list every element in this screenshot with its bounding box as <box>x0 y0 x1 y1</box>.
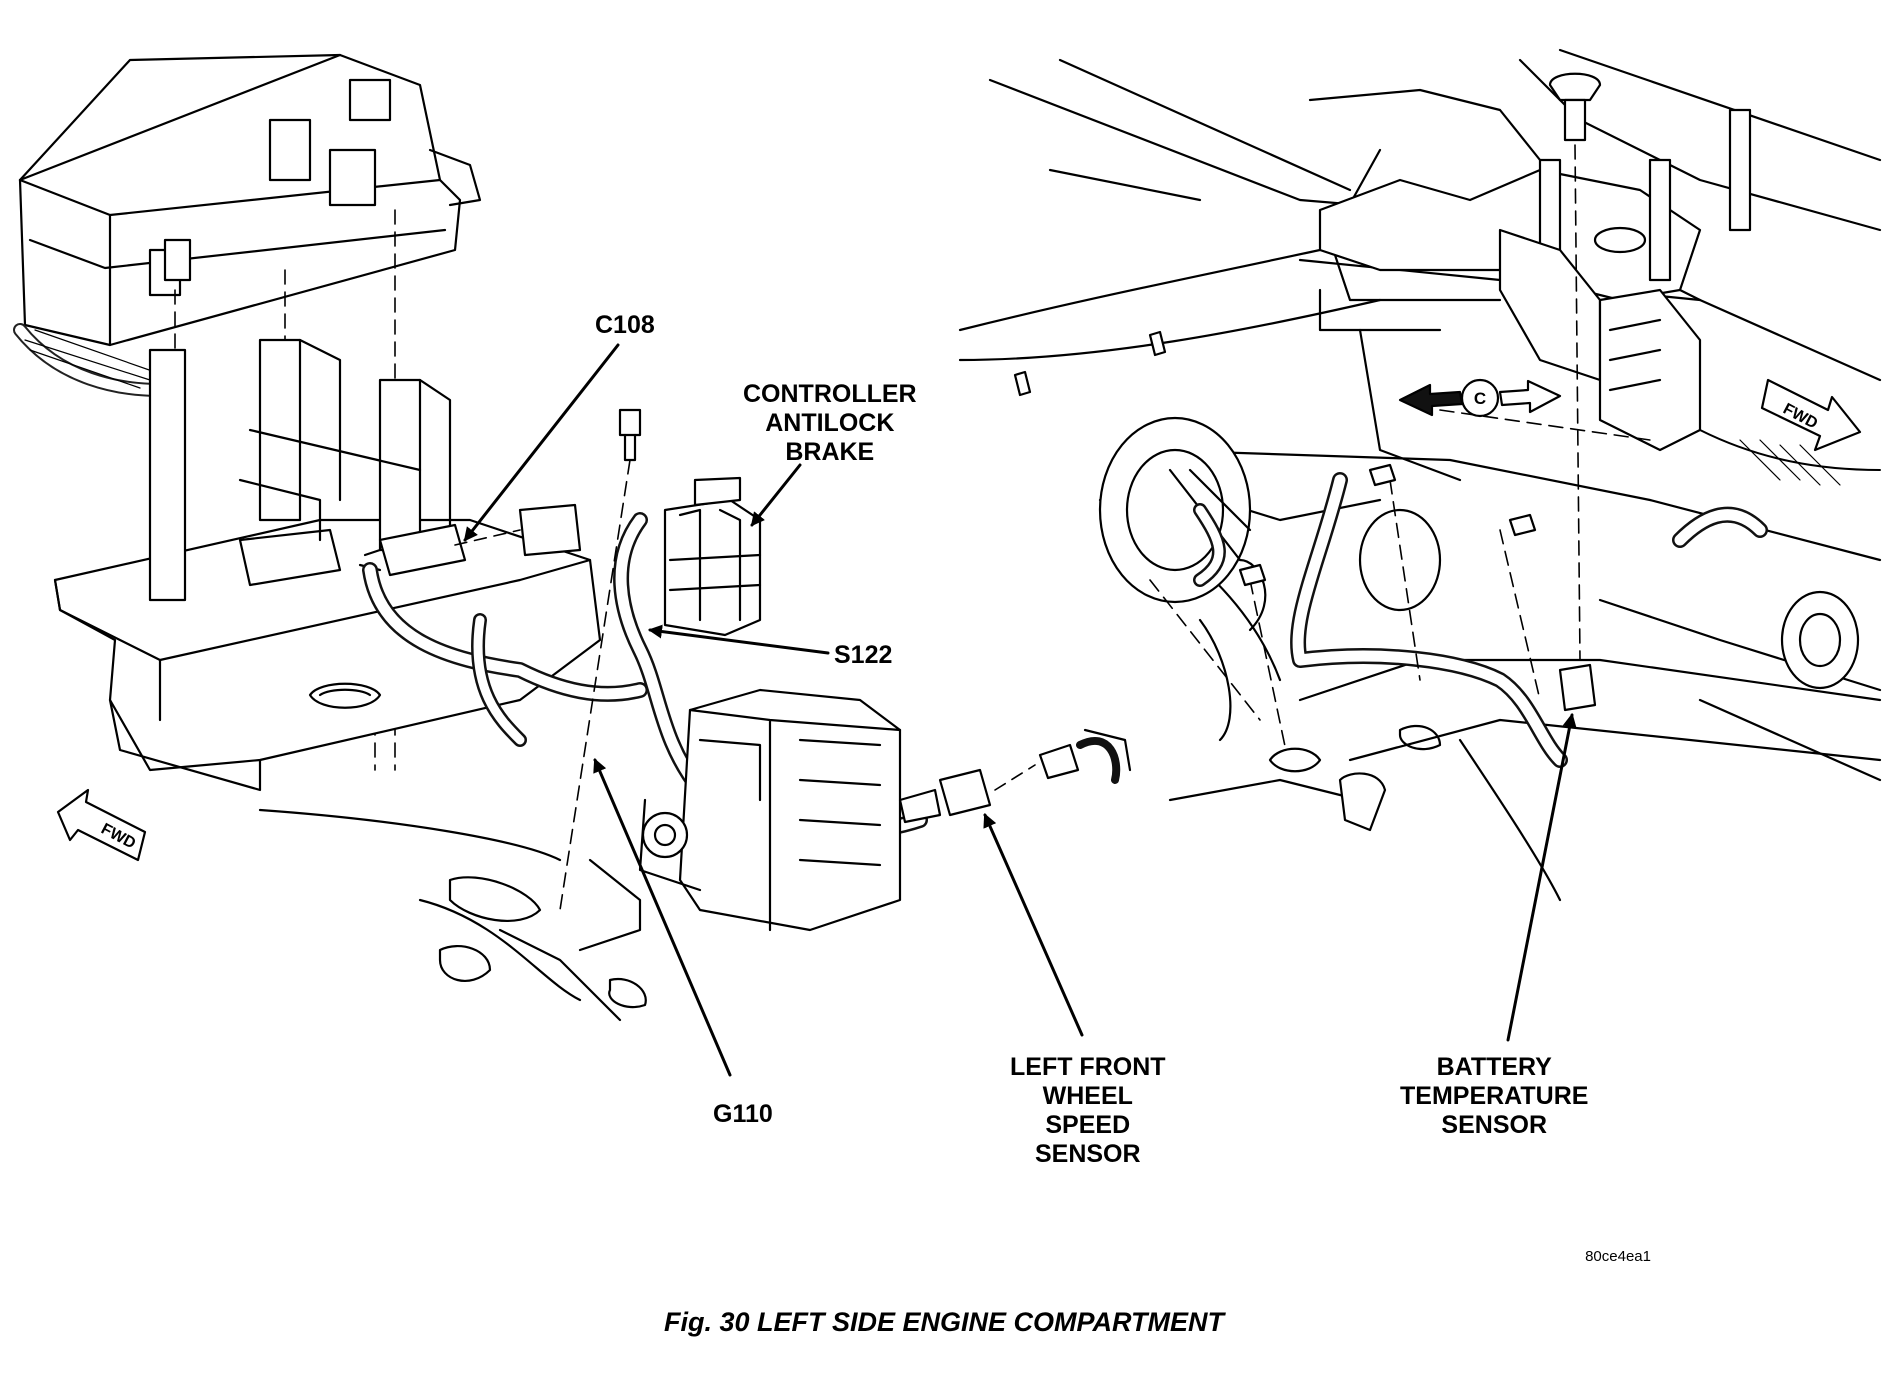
main-harness-right <box>1193 429 1881 768</box>
battery-sensor-leader <box>1506 713 1577 1042</box>
fwd-arrow-right <box>1760 378 1862 452</box>
g110-label: G110 <box>713 1100 773 1128</box>
g110-leader <box>593 758 732 1077</box>
wheel-speed-sensor-connector <box>898 728 1132 824</box>
wheel-sensor-leader <box>983 813 1084 1037</box>
wheel-sensor-label: LEFT FRONT WHEEL SPEED SENSOR <box>1010 1053 1166 1169</box>
hydraulic-control-unit <box>578 688 902 952</box>
wheel-sensor-label-line3: SPEED <box>1045 1111 1131 1139</box>
wheel-sensor-label-line2: WHEEL <box>1042 1082 1133 1110</box>
pdc-tray <box>53 338 602 792</box>
s122-leader <box>648 624 830 655</box>
c108-label: C108 <box>595 311 655 339</box>
controller-label-line2: ANTILOCK <box>765 409 895 437</box>
controller-label-line3: BRAKE <box>785 438 875 466</box>
c108-leader <box>463 343 620 542</box>
battery-sensor-label-line1: BATTERY <box>1436 1053 1552 1081</box>
antilock-brake-controller <box>663 476 762 637</box>
fwd-arrow-left <box>56 788 147 862</box>
alignment-lines-right <box>1149 409 1651 771</box>
c108-connector <box>358 503 582 577</box>
battery-sensor-label-line2: TEMPERATURE <box>1400 1082 1589 1110</box>
wheel-sensor-label-line4: SENSOR <box>1034 1140 1141 1168</box>
ground-bolt <box>559 408 642 911</box>
controller-label-line1: CONTROLLER <box>743 380 917 408</box>
controller-leader <box>750 463 802 527</box>
controller-label: CONTROLLER ANTILOCK BRAKE <box>743 380 917 467</box>
body-structure-left <box>258 808 647 1022</box>
figure-caption: Fig. 30 LEFT SIDE ENGINE COMPARTMENT <box>663 1307 1225 1337</box>
leader-arrows <box>463 343 1577 1077</box>
figure-code: 80ce4ea1 <box>1585 1248 1651 1265</box>
battery-sensor-label: BATTERY TEMPERATURE SENSOR <box>1400 1053 1588 1140</box>
power-distribution-center <box>18 53 482 347</box>
battery-tray-bracket <box>1318 108 1752 452</box>
small-pins <box>1013 330 1167 397</box>
battery-temperature-sensor <box>1548 72 1602 712</box>
wiring-harness-upper-left <box>13 323 167 397</box>
wheel-sensor-label-line1: LEFT FRONT <box>1010 1053 1166 1081</box>
view-c-text: C <box>1474 389 1486 408</box>
battery-sensor-label-line3: SENSOR <box>1441 1111 1548 1139</box>
view-c-indicator <box>1398 378 1562 418</box>
s122-label: S122 <box>834 641 893 669</box>
harness-clips <box>1238 463 1537 832</box>
